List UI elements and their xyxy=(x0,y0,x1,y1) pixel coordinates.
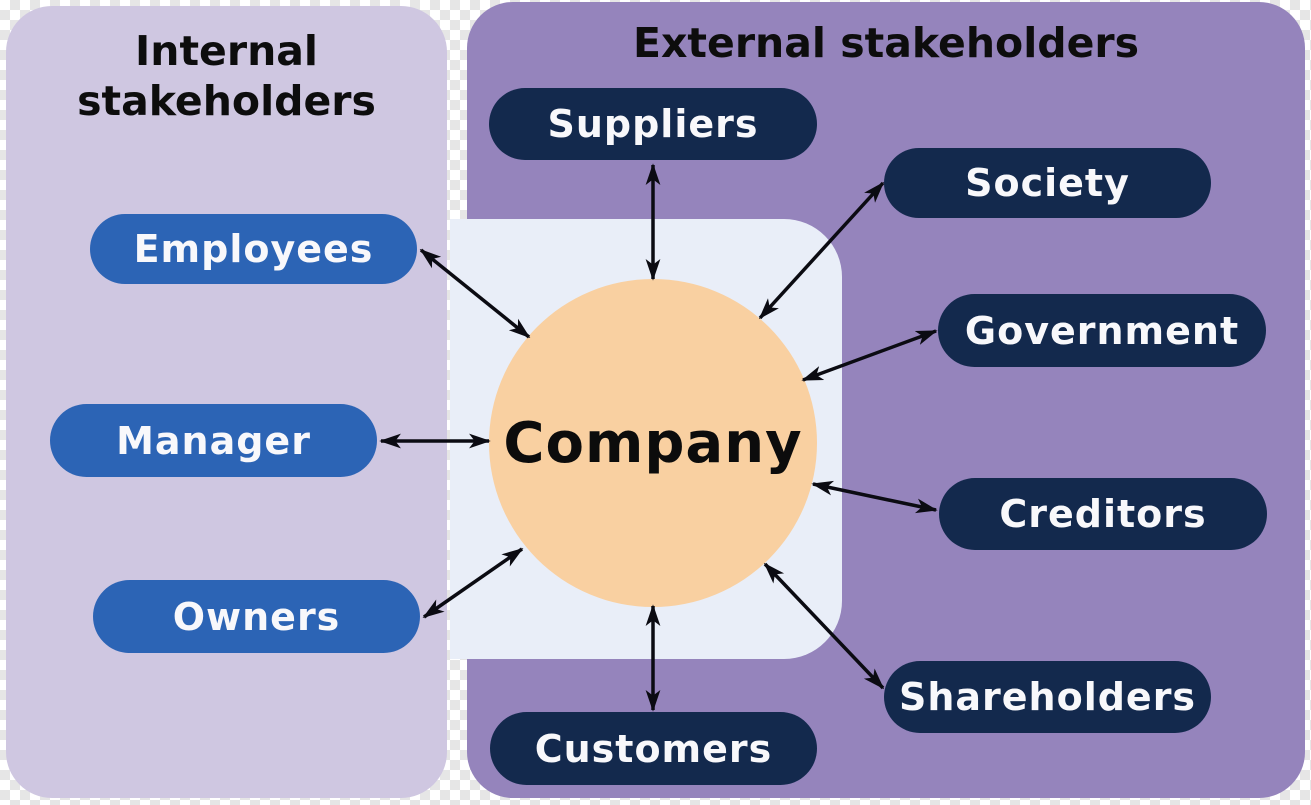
company-label: Company xyxy=(503,410,803,476)
internal-panel-title: Internal stakeholders xyxy=(77,27,376,126)
stakeholder-pill-employees: Employees xyxy=(90,214,417,284)
stakeholder-pill-suppliers: Suppliers xyxy=(489,88,817,160)
stakeholder-pill-customers: Customers xyxy=(490,712,817,785)
stakeholder-pill-society: Society xyxy=(884,148,1211,218)
internal-stakeholders-panel: Internal stakeholders xyxy=(6,6,447,798)
company-node: Company xyxy=(489,279,817,607)
stakeholder-pill-government: Government xyxy=(938,294,1266,367)
stakeholder-pill-manager: Manager xyxy=(50,404,377,477)
stakeholder-pill-shareholders: Shareholders xyxy=(884,661,1211,733)
external-panel-title: External stakeholders xyxy=(632,19,1140,67)
stakeholder-pill-creditors: Creditors xyxy=(939,478,1267,550)
stakeholder-pill-owners: Owners xyxy=(93,580,420,653)
